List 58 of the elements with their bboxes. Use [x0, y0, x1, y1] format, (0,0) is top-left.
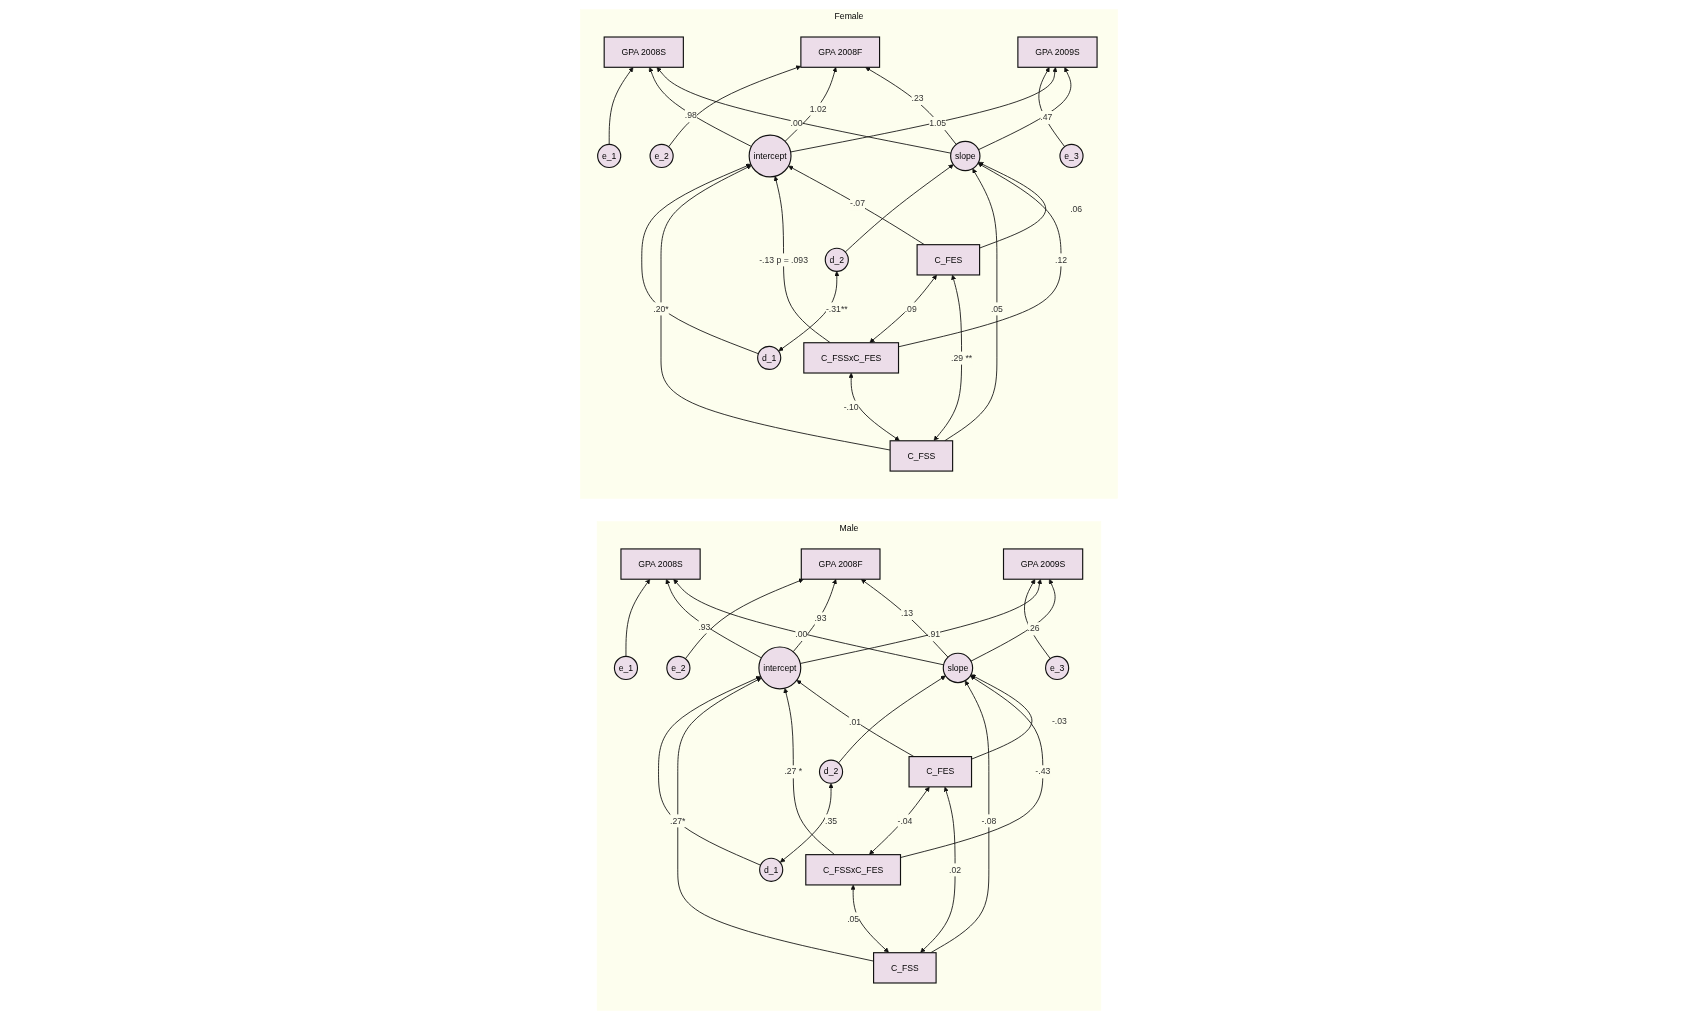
edge-label: .01 — [849, 716, 862, 727]
node-circle: slope — [950, 140, 981, 171]
edge-label: -.43 — [1035, 765, 1051, 776]
edge-label: -.04 — [897, 814, 913, 825]
node-circle: d_2 — [818, 759, 844, 784]
edge-label: -.07 — [850, 197, 865, 208]
edge-label: .00 — [795, 628, 808, 639]
node-box: GPA 2008S — [620, 547, 701, 580]
node-circle: e_3 — [1059, 143, 1084, 168]
edge-label: 1.02 — [809, 103, 827, 113]
node-box: C_FSS — [889, 439, 954, 472]
node-circle: e_3 — [1045, 655, 1070, 680]
edge-label: .05 — [990, 303, 1003, 313]
node-box: C_FSS — [873, 951, 937, 984]
node-box: C_FSSxC_FES — [803, 341, 900, 374]
node-box: GPA 2008F — [800, 35, 881, 68]
node-box: GPA 2008S — [603, 35, 684, 68]
node-circle: intercept — [748, 134, 792, 177]
node-circle: e_1 — [613, 655, 639, 680]
edge-label: .05 — [847, 912, 860, 923]
edge-label: -.13 p = .093 — [759, 253, 808, 264]
edge-label: .23 — [911, 92, 924, 103]
node-box: GPA 2008F — [800, 547, 881, 580]
node-box: GPA 2009S — [1017, 35, 1098, 68]
node-box: C_FES — [916, 243, 981, 276]
edge-label: -.08 — [981, 814, 997, 825]
edge-label: .93 — [698, 620, 711, 631]
edge-label: .20* — [653, 303, 669, 313]
node-circle: e_1 — [597, 143, 622, 168]
edge-label: .98 — [684, 109, 697, 120]
node-circle: e_2 — [666, 655, 691, 680]
node-circle: d_1 — [759, 857, 784, 882]
node-circle: slope — [942, 652, 974, 683]
edge-label: -.03 — [1051, 715, 1067, 726]
edge-label: -.31** — [825, 303, 848, 313]
edge-label: 1.05 — [929, 117, 947, 128]
edge-label: .06 — [1070, 203, 1083, 214]
edge-label: .26 — [1027, 622, 1040, 633]
edge-label: .91 — [928, 628, 941, 639]
node-circle: d_1 — [757, 345, 782, 370]
edge-label: .93 — [814, 612, 827, 623]
edge-label: .02 — [949, 863, 962, 874]
node-circle: intercept — [758, 645, 802, 689]
edge-label: .12 — [1055, 253, 1068, 264]
edge-label: -.10 — [843, 401, 859, 411]
node-box: C_FES — [908, 755, 973, 787]
edge-label: .29 ** — [950, 352, 973, 362]
edge-label: .27* — [670, 814, 686, 825]
edge-label: .35 — [825, 814, 838, 825]
node-box: GPA 2009S — [1002, 547, 1084, 580]
edge-label: .47 — [1040, 111, 1053, 122]
edge-label: .13 — [901, 607, 914, 618]
node-circle: e_2 — [649, 143, 674, 168]
edge-label: .00 — [790, 117, 803, 127]
edge-label: .27 * — [784, 765, 803, 776]
node-circle: d_2 — [824, 247, 849, 272]
edge-label: .09 — [904, 303, 917, 313]
node-box: C_FSSxC_FES — [805, 853, 902, 885]
